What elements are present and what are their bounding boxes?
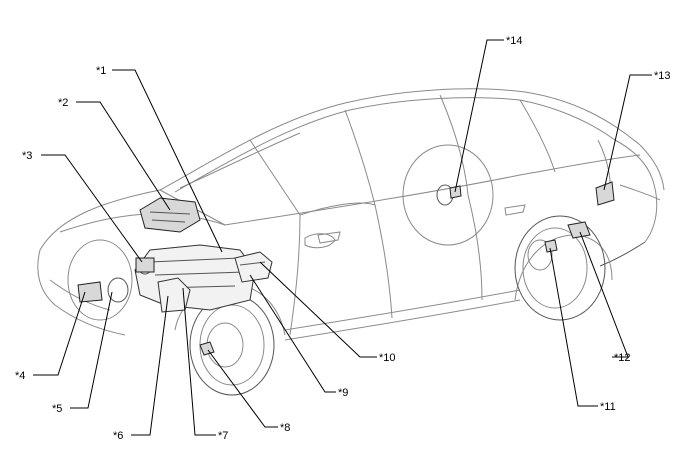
callout-label-2: *2 bbox=[58, 97, 68, 109]
component-2-module bbox=[139, 197, 201, 233]
engine-assembly bbox=[134, 244, 256, 311]
component-4-part bbox=[77, 281, 103, 303]
callout-label-8: *8 bbox=[280, 422, 290, 434]
callout-label-4: *4 bbox=[15, 370, 25, 382]
car-body bbox=[37, 88, 665, 341]
callout-label-14: *14 bbox=[506, 35, 523, 47]
component-6-module bbox=[157, 277, 191, 313]
callout-label-5: *5 bbox=[52, 403, 62, 415]
front-right-wheel bbox=[67, 239, 133, 321]
callout-label-9: *9 bbox=[338, 387, 348, 399]
rear-left-wheel bbox=[514, 215, 606, 321]
callout-labels: *1 *2 *3 *4 *5 *6 *7 *8 *9 *10 *11 *12 *… bbox=[15, 35, 671, 442]
callout-label-7: *7 bbox=[218, 430, 228, 442]
callout-label-1: *1 bbox=[96, 65, 106, 77]
rear-right-wheel bbox=[402, 144, 494, 246]
callout-label-12: *12 bbox=[614, 352, 631, 364]
component-13-module bbox=[595, 181, 615, 206]
callout-label-11: *11 bbox=[600, 401, 616, 413]
callout-label-3: *3 bbox=[22, 150, 32, 162]
callout-label-10: *10 bbox=[379, 352, 396, 364]
component-12-part bbox=[567, 221, 591, 239]
component-9-10-assembly bbox=[234, 251, 273, 283]
component-3-part bbox=[135, 257, 155, 273]
callout-label-13: *13 bbox=[654, 70, 671, 82]
callout-label-6: *6 bbox=[113, 430, 123, 442]
component-11-sensor bbox=[544, 239, 558, 253]
leader-lines bbox=[33, 39, 652, 436]
component-8-sensor bbox=[199, 341, 215, 356]
